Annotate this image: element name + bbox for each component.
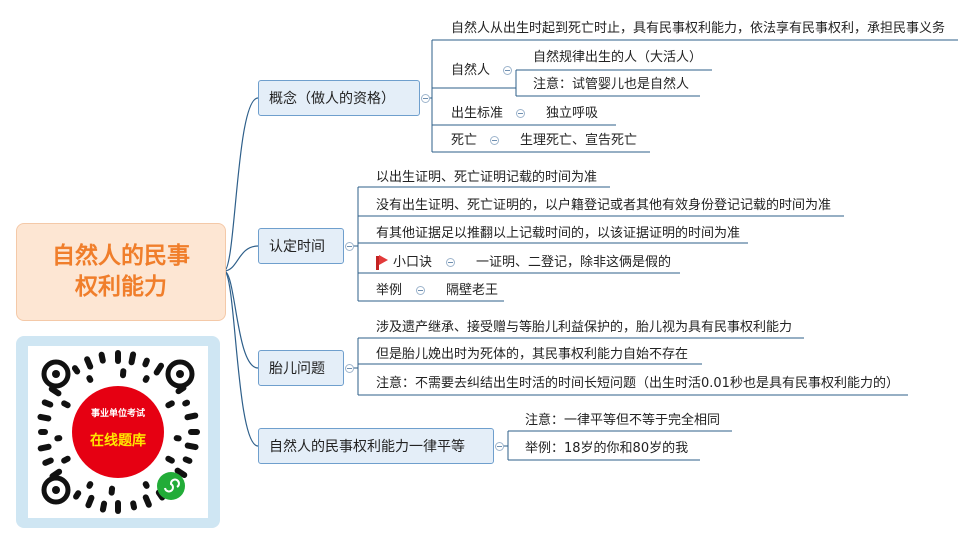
example-child: 隔壁老王: [446, 283, 499, 298]
collapse-toggle-icon[interactable]: [345, 364, 354, 373]
equality-item: 举例：18岁的你和80岁的我: [525, 441, 689, 456]
qr-caption-main: 在线题库: [90, 433, 146, 449]
time-item: 有其他证据足以推翻以上记载时间的，以该证据证明的时间为准: [376, 226, 741, 241]
death-child: 生理死亡、宣告死亡: [520, 133, 638, 148]
concept-death: 死亡: [451, 133, 478, 148]
fetus-item: 注意：不需要去纠结出生时活的时间长短问题（出生时活0.01秒也是具有民事权利能力…: [376, 376, 899, 391]
branch-concept[interactable]: 概念（做人的资格）: [258, 80, 420, 116]
birth-standard-child: 独立呼吸: [546, 106, 599, 121]
natural-person-child: 注意：试管婴儿也是自然人: [533, 77, 690, 92]
collapse-toggle-icon[interactable]: [421, 94, 430, 103]
collapse-toggle-icon[interactable]: [495, 442, 504, 451]
collapse-toggle-icon[interactable]: [345, 242, 354, 251]
qr-caption-top: 事业单位考试: [90, 409, 145, 419]
fetus-item: 涉及遗产继承、接受赠与等胎儿利益保护的，胎儿视为具有民事权利能力: [376, 320, 793, 335]
mini-program-icon: [157, 472, 185, 500]
branch-concept-label: 概念（做人的资格）: [269, 91, 395, 107]
concept-birth-standard: 出生标准: [451, 106, 504, 121]
branch-time-label: 认定时间: [269, 239, 325, 255]
time-item: 以出生证明、死亡证明记载的时间为准: [376, 170, 598, 185]
collapse-toggle-icon[interactable]: [416, 286, 425, 295]
natural-person-child: 自然规律出生的人（大活人）: [533, 50, 703, 65]
time-example: 举例: [376, 283, 403, 298]
fetus-item: 但是胎儿娩出时为死体的，其民事权利能力自始不存在: [376, 347, 689, 362]
branch-equality-label: 自然人的民事权利能力一律平等: [269, 439, 465, 455]
branch-equality[interactable]: 自然人的民事权利能力一律平等: [258, 428, 494, 464]
collapse-toggle-icon[interactable]: [516, 109, 525, 118]
collapse-toggle-icon[interactable]: [490, 136, 499, 145]
concept-definition: 自然人从出生时起到死亡时止，具有民事权利能力，依法享有民事权利，承担民事义务: [451, 21, 946, 36]
collapse-toggle-icon[interactable]: [503, 66, 512, 75]
red-flag-icon: [376, 256, 379, 270]
equality-item: 注意：一律平等但不等于完全相同: [525, 413, 721, 428]
root-title-line2: 权利能力: [75, 274, 167, 300]
root-title-line1: 自然人的民事: [52, 243, 190, 269]
branch-fetus[interactable]: 胎儿问题: [258, 350, 344, 386]
concept-natural-person: 自然人: [451, 63, 491, 78]
time-item: 没有出生证明、死亡证明的，以户籍登记或者其他有效身份登记记载的时间为准: [376, 198, 832, 213]
mnemonic-child: 一证明、二登记，除非这俩是假的: [476, 255, 672, 270]
branch-fetus-label: 胎儿问题: [269, 361, 325, 377]
branch-time[interactable]: 认定时间: [258, 228, 344, 264]
time-mnemonic: 小口诀: [393, 255, 433, 270]
collapse-toggle-icon[interactable]: [446, 258, 455, 267]
qr-code-pattern: [37, 350, 200, 514]
root-topic[interactable]: 自然人的民事 权利能力: [16, 223, 226, 321]
